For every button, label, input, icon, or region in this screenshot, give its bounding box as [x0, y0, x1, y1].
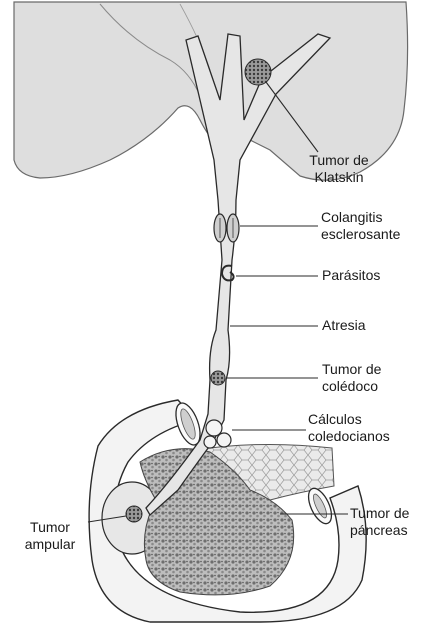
label-tumor-coledoco: Tumor de colédoco [322, 361, 381, 395]
label-ampular-line2: ampular [14, 536, 86, 553]
label-calculos-coledocianos: Cálculos coledocianos [308, 411, 390, 445]
label-atresia-line1: Atresia [322, 317, 366, 334]
label-tumor-ampular: Tumor ampular [14, 519, 86, 553]
label-colangitis-esclerosante: Colangitis esclerosante [321, 209, 400, 243]
label-tumor-klatskin-line2: Klatskin [296, 169, 382, 186]
klatskin-tumor [245, 59, 271, 85]
label-colangitis-line1: Colangitis [321, 209, 400, 226]
choledochal-tumor [211, 371, 225, 385]
label-pancreas-line2: páncreas [350, 522, 428, 539]
bile-duct-stones [204, 420, 231, 448]
label-coledoco-line1: Tumor de [322, 361, 381, 378]
label-pancreas-line1: Tumor de [350, 505, 428, 522]
label-atresia: Atresia [322, 317, 366, 334]
label-parasitos-line1: Parásitos [322, 267, 380, 284]
label-colangitis-line2: esclerosante [321, 226, 400, 243]
label-calculos-line1: Cálculos [308, 411, 390, 428]
ampullary-tumor [126, 506, 142, 522]
label-tumor-pancreas: Tumor de páncreas [350, 505, 428, 539]
label-ampular-line1: Tumor [14, 519, 86, 536]
label-tumor-klatskin-line1: Tumor de [296, 152, 382, 169]
label-calculos-line2: coledocianos [308, 428, 390, 445]
label-tumor-klatskin: Tumor de Klatskin [296, 152, 382, 186]
label-parasitos: Parásitos [322, 267, 380, 284]
label-coledoco-line2: colédoco [322, 378, 381, 395]
